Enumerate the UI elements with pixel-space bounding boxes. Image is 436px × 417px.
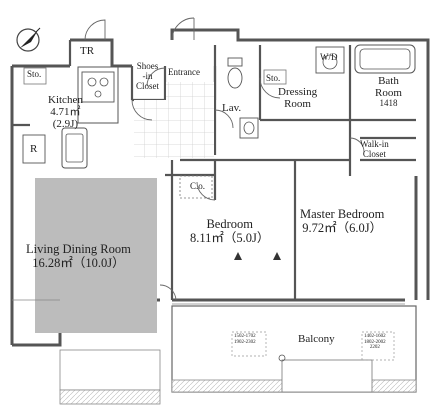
washbasin-icon: [239, 117, 259, 139]
unit-mark-left: 1502-1702 1902-2302: [234, 334, 256, 345]
kitchen-label: Kitchen 4.71㎡ (2.9J): [48, 94, 83, 131]
balcony-label: Balcony: [298, 333, 335, 345]
closet-label: C.o.: [190, 181, 206, 191]
master-bedroom-label: Master Bedroom 9.72㎡（6.0J）: [300, 207, 385, 235]
hall-tile-floor: [134, 100, 214, 158]
walkin-closet-label: Walk-in Closet: [360, 139, 389, 159]
living-dining-room-label: Living Dining Room 16.28㎡（10.0J）: [26, 242, 131, 270]
tr-label: TR: [80, 45, 95, 57]
bedroom-label: Bedroom 8.11㎡（5.0J）: [190, 217, 270, 245]
dressing-room-label: Dressing Room: [278, 86, 318, 111]
toilet-icon: [227, 57, 243, 89]
windows: [12, 299, 405, 305]
refrigerator-space: [22, 134, 46, 164]
interior-walls: [12, 40, 416, 300]
bathtub-icon: [354, 44, 416, 74]
kitchen-counter: [61, 66, 119, 169]
shoes-closet-label: Shoes -in Closet: [136, 61, 160, 91]
entrance-tile-floor: [166, 82, 214, 100]
living-room-floor: [35, 178, 157, 333]
refrigerator-label: R: [30, 143, 38, 155]
bath-room-label: Bath Room 1418: [375, 75, 402, 109]
sto-kitchen-label: Sto.: [27, 69, 42, 79]
balcony-area: [59, 305, 417, 405]
unit-mark-right: 1402-1602 1802-2002 2202: [364, 334, 386, 350]
sto-dressing-label: Sto.: [266, 73, 281, 83]
wd-label: W/D: [320, 52, 338, 62]
entrance-label: Entrance: [168, 67, 200, 77]
door-swings: [84, 17, 365, 301]
lavatory-label: Lav.: [222, 102, 242, 114]
compass-icon: [16, 27, 41, 52]
